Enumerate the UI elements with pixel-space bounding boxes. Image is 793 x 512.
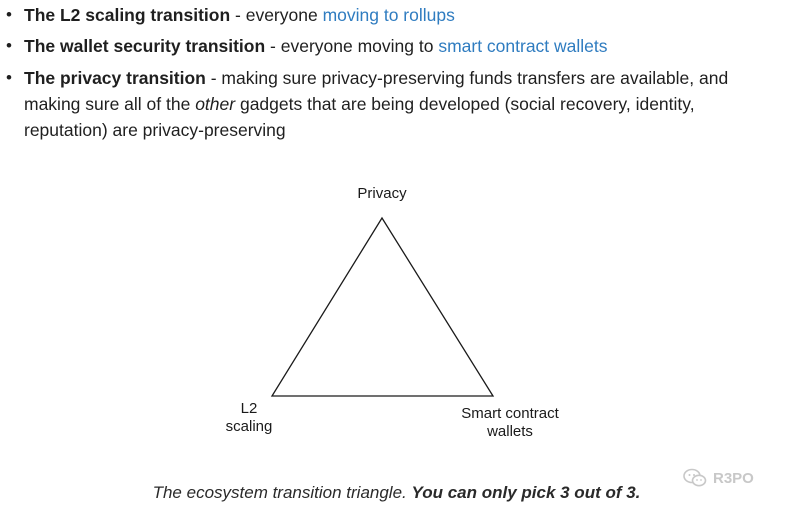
vertex-label-smart-contract-wallets: Smart contract wallets: [445, 405, 575, 441]
watermark: R3PO: [683, 466, 754, 490]
bullet-text: The L2 scaling transition - everyone mov…: [24, 2, 784, 28]
vertex-label-privacy: Privacy: [340, 185, 424, 203]
bullet-desc-line2-rest: gadgets that are being developed (social…: [235, 94, 695, 114]
caption-bold: You can only pick 3 out of 3.: [411, 483, 641, 502]
bullet-text: The privacy transition - making sure pri…: [24, 65, 784, 143]
watermark-text: R3PO: [713, 469, 754, 487]
bullet-dot: •: [6, 68, 12, 87]
caption-italic: The ecosystem transition triangle.: [152, 483, 412, 502]
vertex-label-l2-scaling: L2 scaling: [212, 400, 286, 436]
figure-caption: The ecosystem transition triangle. You c…: [0, 483, 793, 503]
link-moving-to-rollups[interactable]: moving to rollups: [322, 5, 455, 25]
bullet-desc: - everyone: [230, 5, 323, 25]
bullet-dot: •: [6, 36, 12, 55]
bullet-desc: - everyone moving to: [265, 36, 439, 56]
vertex-label-smart-line2: wallets: [487, 423, 533, 440]
bullet-desc-line3: reputation) are privacy-preserving: [24, 120, 286, 140]
vertex-label-smart-line1: Smart contract: [461, 405, 559, 422]
vertex-label-l2-line1: L2: [240, 400, 258, 417]
bullet-desc-line2: making sure all of the: [24, 94, 196, 114]
vertex-label-l2-line2: scaling: [225, 418, 273, 435]
bullet-title: The L2 scaling transition: [24, 5, 231, 25]
bullet-title: The wallet security transition: [24, 36, 266, 56]
triangle-shape: [270, 216, 495, 397]
bullet-text: The wallet security transition - everyon…: [24, 33, 784, 59]
bullet-desc-italic: other: [195, 94, 236, 114]
link-smart-contract-wallets[interactable]: smart contract wallets: [438, 36, 608, 56]
bullet-desc: - making sure privacy-preserving funds t…: [205, 68, 729, 88]
vertex-label-privacy-text: Privacy: [357, 185, 407, 202]
wechat-icon: [683, 468, 707, 487]
bullet-title: The privacy transition: [24, 68, 206, 88]
bullet-dot: •: [6, 5, 12, 24]
